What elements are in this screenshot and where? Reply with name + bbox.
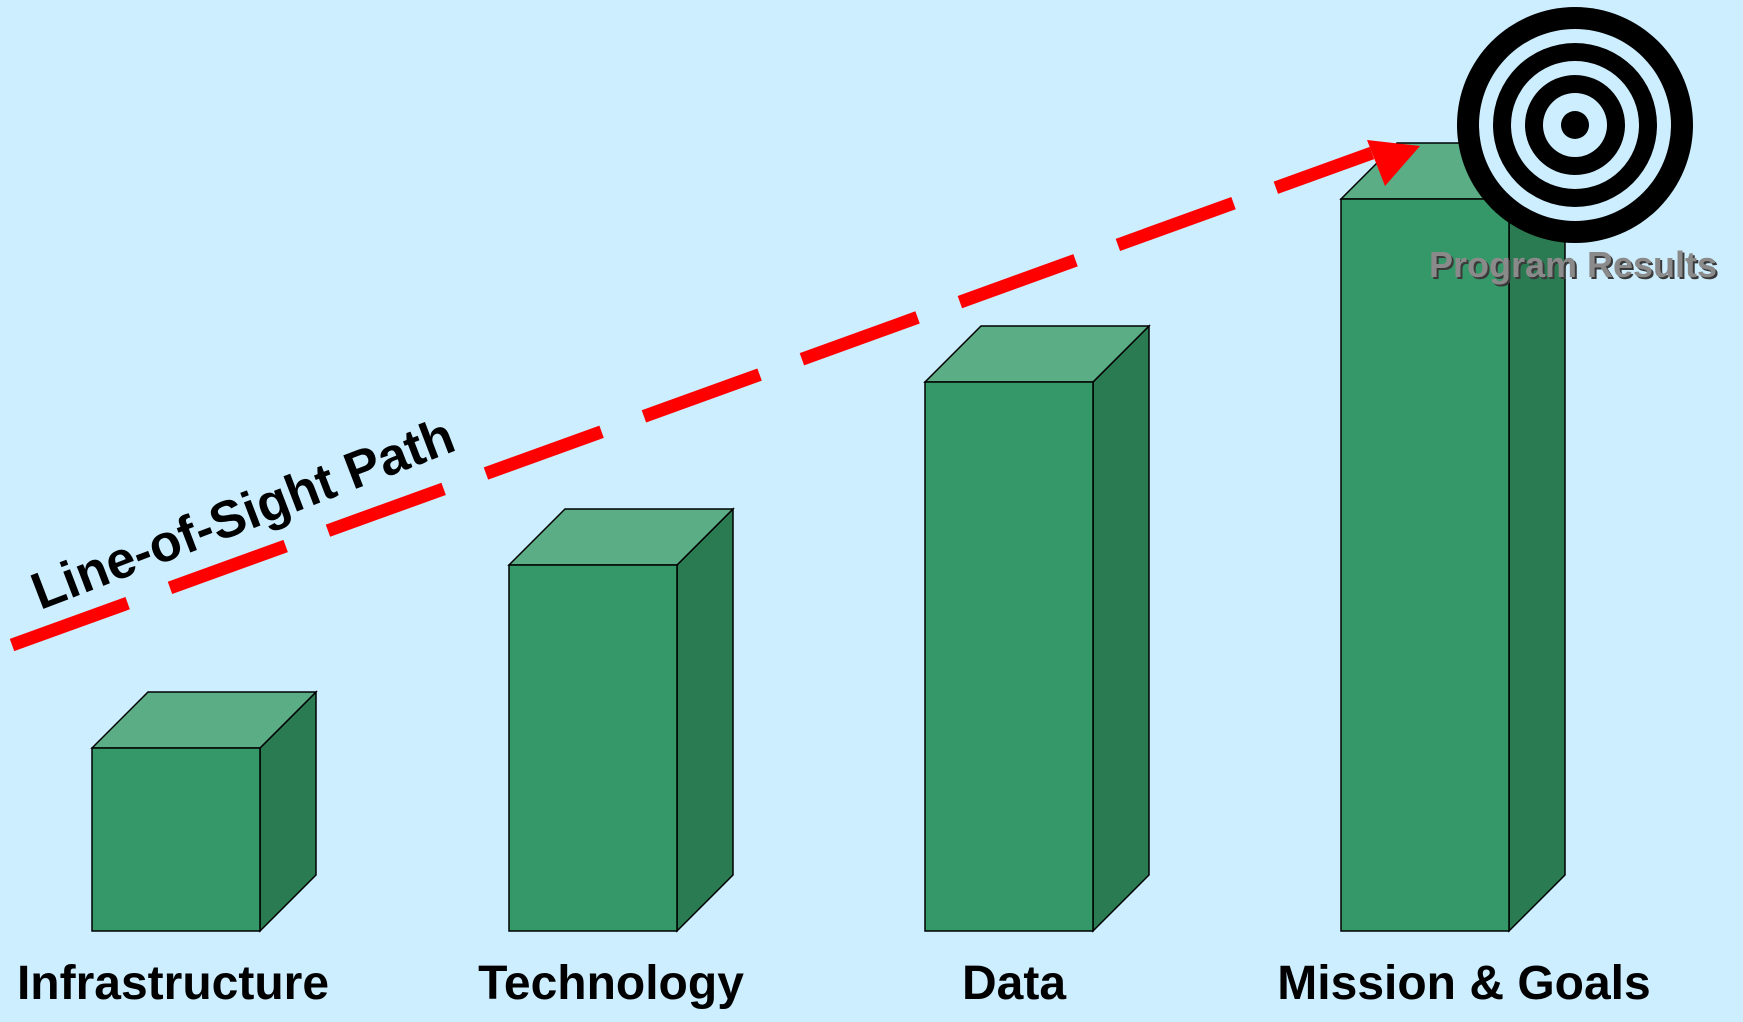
- bar-front-face: [1340, 198, 1510, 932]
- bar-1: [507, 507, 735, 933]
- bars-group: [90, 141, 1567, 933]
- bar-front-face: [508, 564, 678, 932]
- arrowhead-icon: [1367, 140, 1420, 186]
- line-of-sight-dashed-line: [9, 146, 1375, 652]
- bar-label-technology: Technology: [478, 957, 744, 1010]
- bar-3: [1339, 141, 1567, 933]
- bar-label-infrastructure: Infrastructure: [16, 957, 330, 1010]
- bar-2: [923, 324, 1151, 933]
- bar-label-mission-goals: Mission & Goals: [1277, 957, 1651, 1010]
- bar-label-data: Data: [961, 957, 1067, 1010]
- program-results-label: Program Results: [1428, 244, 1718, 285]
- bar-front-face: [924, 381, 1094, 932]
- bar-side-face: [676, 507, 734, 933]
- bullseye-target-icon: [1457, 7, 1693, 243]
- bar-side-face: [1092, 324, 1150, 933]
- bar-front-face: [91, 747, 261, 932]
- bar-0: [90, 690, 318, 933]
